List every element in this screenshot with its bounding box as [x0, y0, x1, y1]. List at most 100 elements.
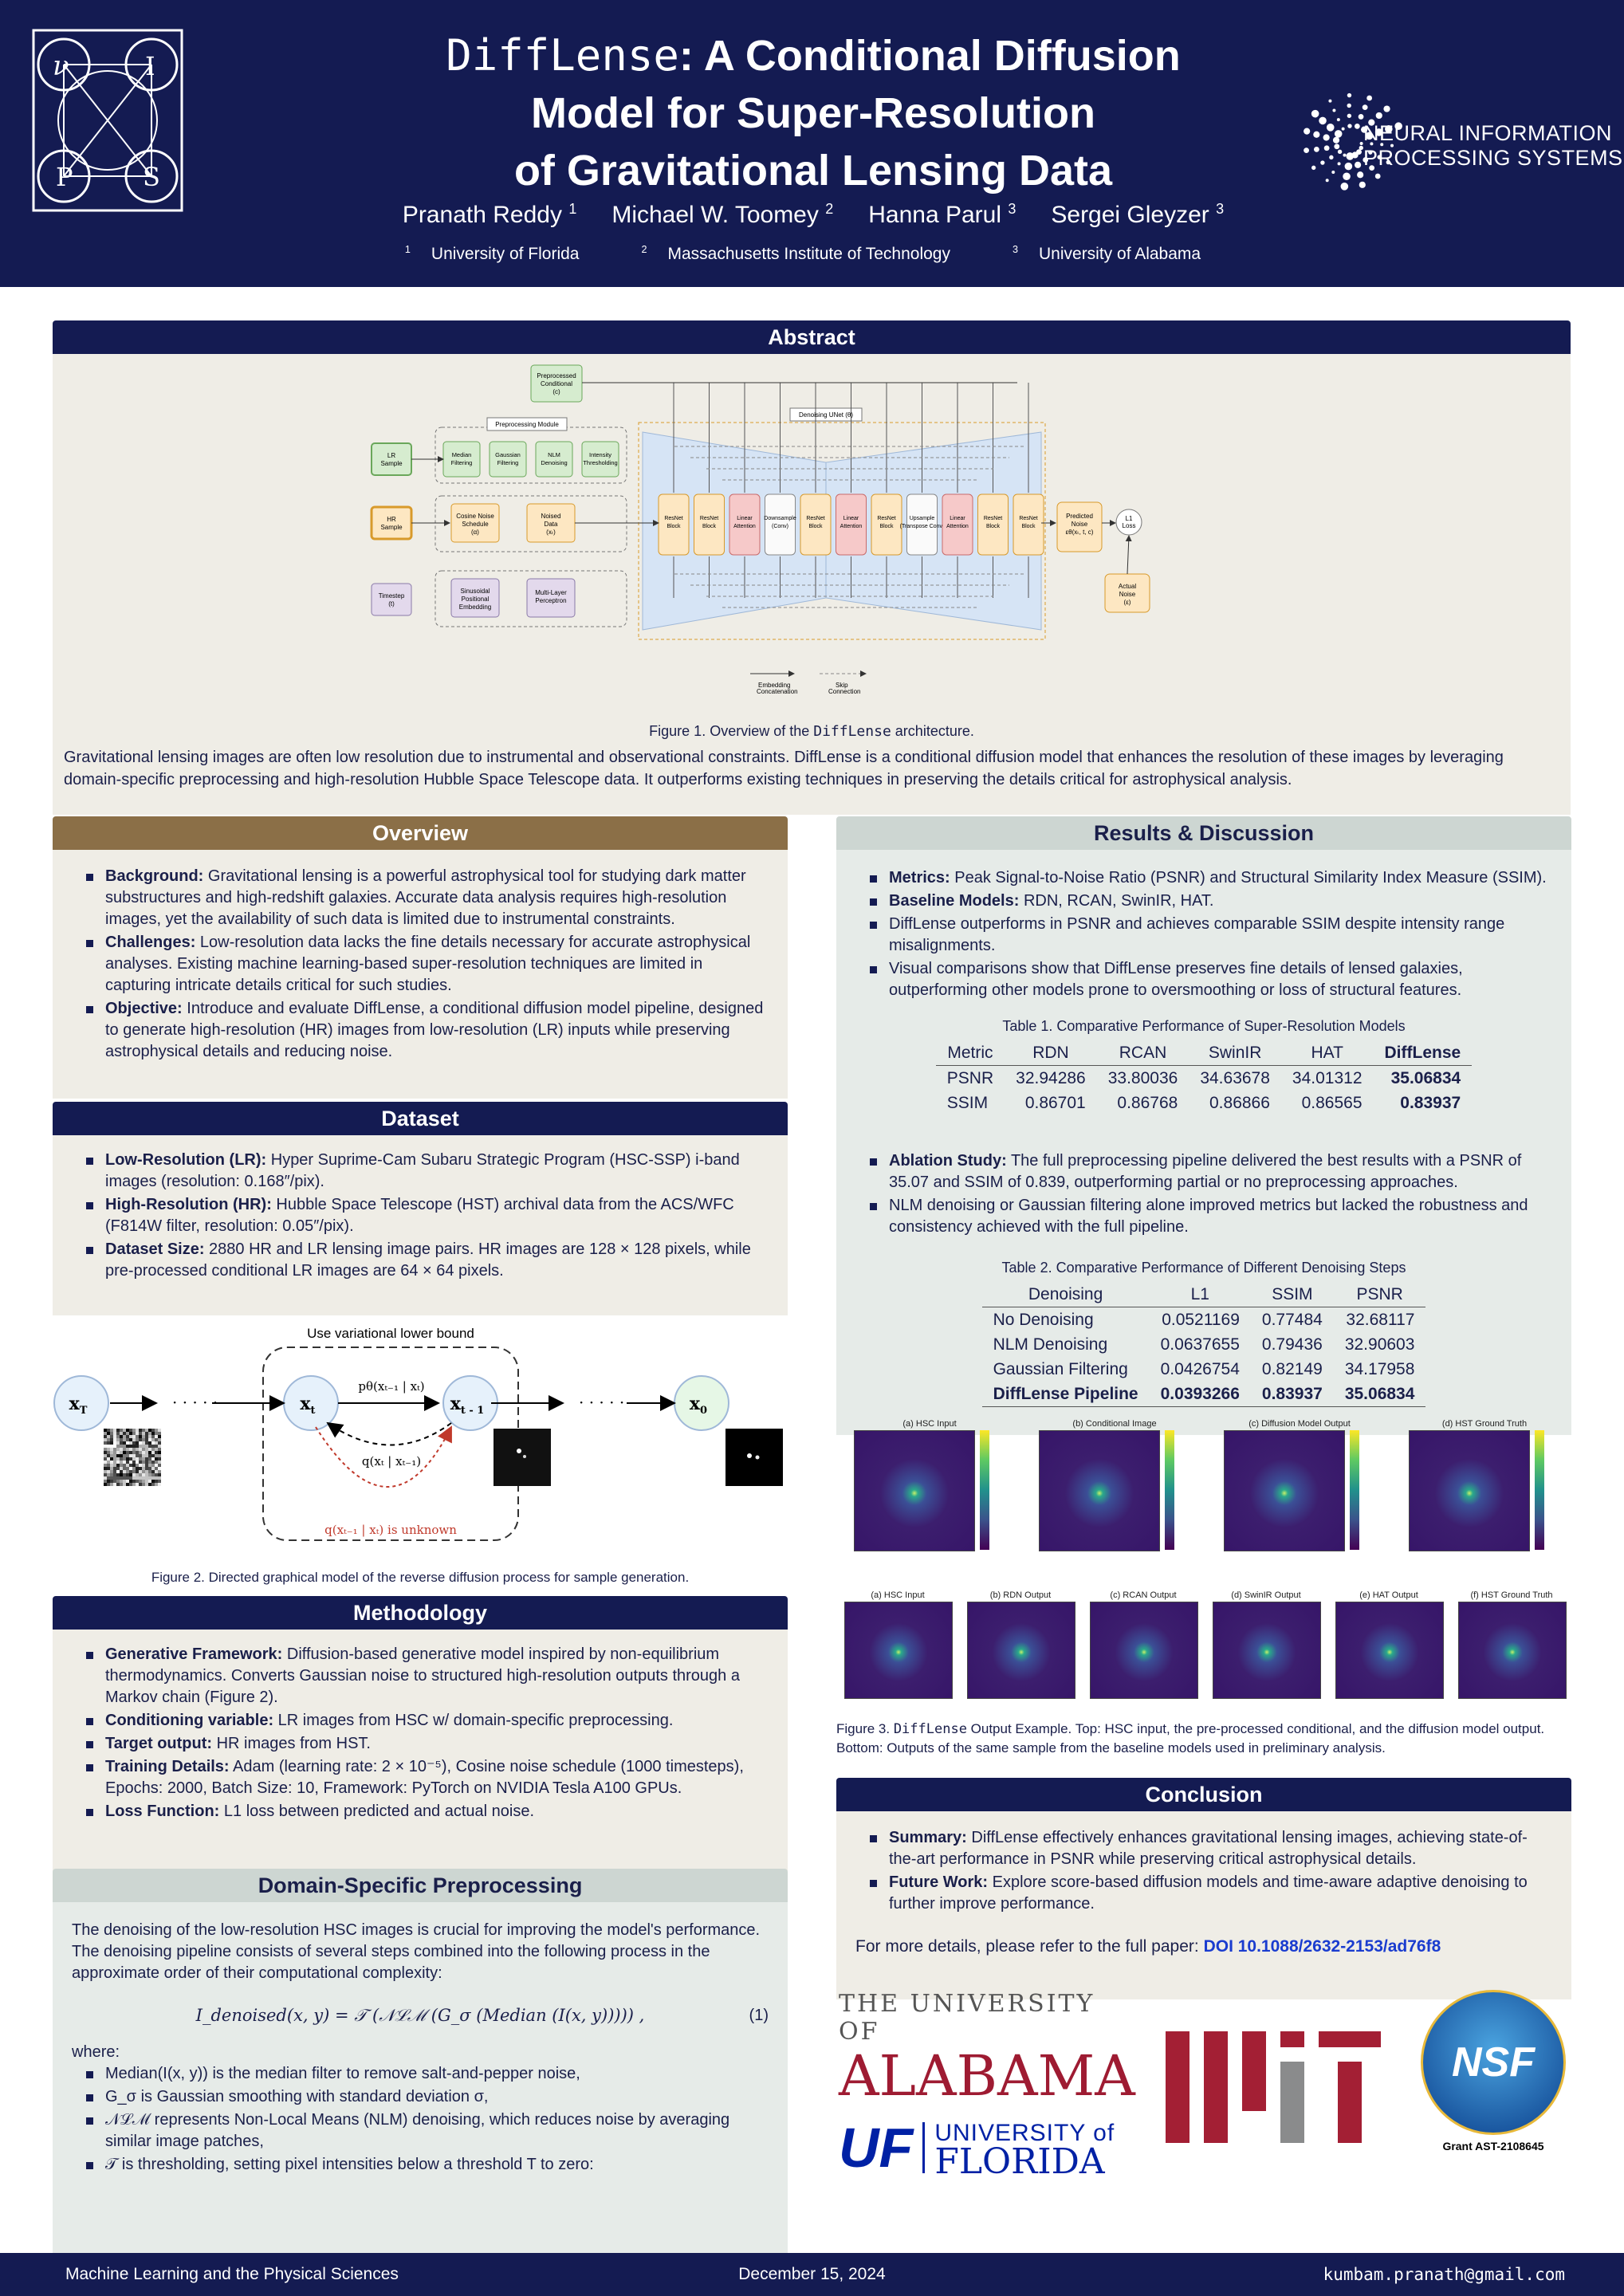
poster-title: DiffLense: A Conditional Diffusion Model… [287, 27, 1339, 199]
overview-list: Background: Gravitational lensing is a p… [72, 866, 769, 1063]
svg-text:(xₜ): (xₜ) [546, 529, 556, 536]
svg-text:Skip: Skip [836, 682, 848, 689]
results-list: Metrics: Peak Signal-to-Noise Ratio (PSN… [855, 867, 1552, 1001]
abstract-section: Abstract Preprocessed Conditional (c) Pr… [53, 320, 1571, 815]
author-0: Pranath Reddy 1 [402, 201, 577, 228]
output-panel: (d) SwinIR Output [1213, 1590, 1321, 1703]
results-body: Metrics: Peak Signal-to-Noise Ratio (PSN… [836, 850, 1571, 1435]
svg-text:Noise: Noise [1072, 521, 1088, 528]
lens-image [1224, 1430, 1345, 1551]
author-2: Hanna Parul 3 [868, 201, 1016, 228]
results-heading: Results & Discussion [836, 816, 1571, 850]
nsf-grant: Grant AST-2108645 [1442, 2140, 1544, 2152]
methodology-body: Generative Framework: Diffusion-based ge… [53, 1630, 788, 1877]
results-list2: Ablation Study: The full preprocessing p… [855, 1150, 1552, 1238]
figure3: (a) HSC Input(b) Conditional Image(c) Di… [836, 1419, 1571, 1762]
where-label: where: [72, 2043, 120, 2061]
lens-image [1458, 1602, 1567, 1699]
output-panel: (b) RDN Output [967, 1590, 1075, 1703]
svg-text:Schedule: Schedule [462, 521, 489, 528]
svg-text:Sample: Sample [380, 460, 403, 467]
methodology-list: Generative Framework: Diffusion-based ge… [72, 1644, 769, 1822]
list-item: DiffLense outperforms in PSNR and achiev… [855, 914, 1552, 957]
poster-footer: Machine Learning and the Physical Scienc… [0, 2253, 1624, 2296]
svg-text:Block: Block [879, 524, 894, 529]
dataset-list: Low-Resolution (LR): Hyper Suprime-Cam S… [72, 1150, 769, 1282]
unknown-label: q(xₜ₋₁ | xₜ) is unknown [324, 1523, 457, 1537]
author-1: Michael W. Toomey 2 [611, 201, 834, 228]
svg-text:Attention: Attention [946, 524, 969, 529]
svg-text:Positional: Positional [462, 596, 490, 603]
poster-header: ν I P S DiffLense: A Conditional Diffusi… [0, 0, 1624, 287]
list-item: G_σ is Gaussian smoothing with standard … [72, 2086, 769, 2108]
mit-logo-icon [1166, 2031, 1381, 2143]
architecture-diagram: Preprocessed Conditional (c) Preprocessi… [370, 364, 1150, 694]
svg-text:L1: L1 [1126, 515, 1133, 522]
footer-email[interactable]: kumbam.pranath@gmail.com [1323, 2265, 1565, 2284]
list-item: High-Resolution (HR): Hubble Space Teles… [72, 1194, 769, 1237]
list-item: NLM denoising or Gaussian filtering alon… [855, 1195, 1552, 1238]
conclusion-section: Conclusion Summary: DiffLense effectivel… [836, 1778, 1571, 1999]
preprocessing-intro: The denoising of the low-resolution HSC … [72, 1921, 761, 1982]
svg-text:Thresholding: Thresholding [583, 459, 617, 466]
nsf-seal-icon: NSF [1421, 1990, 1566, 2135]
svg-text:Cosine Noise: Cosine Noise [456, 513, 494, 520]
list-item: Dataset Size: 2880 HR and LR lensing ima… [72, 1239, 769, 1282]
table1-caption: Table 1. Comparative Performance of Supe… [1002, 1018, 1406, 1034]
svg-text:· · · · ·: · · · · · [579, 1393, 624, 1412]
svg-text:Linear: Linear [950, 516, 965, 521]
title-rest: : A Conditional Diffusion [678, 32, 1181, 80]
svg-text:S: S [143, 162, 160, 192]
output-panel: (a) HSC Input [844, 1590, 953, 1703]
svg-text:Linear: Linear [843, 516, 859, 521]
title-line3: of Gravitational Lensing Data [513, 147, 1113, 195]
svg-text:Filtering: Filtering [497, 459, 519, 466]
lens-image [1213, 1602, 1321, 1699]
list-item: Target output: HR images from HST. [72, 1733, 769, 1755]
svg-text:Block: Block [986, 524, 1001, 529]
svg-text:ResNet: ResNet [877, 516, 895, 521]
svg-text:(t): (t) [388, 600, 395, 607]
list-item: Visual comparisons show that DiffLense p… [855, 958, 1552, 1001]
output-panel: (c) RCAN Output [1090, 1590, 1198, 1703]
svg-text:Loss: Loss [1123, 522, 1136, 529]
svg-text:ResNet: ResNet [700, 516, 718, 521]
p-label: pθ(xₜ₋₁ | xₜ) [358, 1379, 424, 1394]
lens-image [1090, 1602, 1198, 1699]
doi-link[interactable]: DOI 10.1088/2632-2153/ad76f8 [1203, 1937, 1441, 1956]
lens-image [844, 1602, 953, 1699]
overview-heading: Overview [53, 816, 788, 850]
svg-text:Block: Block [1021, 524, 1036, 529]
lens-image [1335, 1602, 1444, 1699]
conclusion-list: Summary: DiffLense effectively enhances … [855, 1827, 1552, 1915]
svg-text:Block: Block [808, 524, 823, 529]
q-label: q(xₜ | xₜ₋₁) [362, 1454, 421, 1468]
svg-text:Upsample: Upsample [910, 516, 935, 521]
uf-logo: UF UNIVERSITY of FLORIDA [839, 2117, 1115, 2182]
svg-text:ν: ν [53, 50, 69, 82]
svg-text:Data: Data [545, 521, 558, 528]
footer-venue: Machine Learning and the Physical Scienc… [65, 2265, 399, 2283]
svg-text:Denoising: Denoising [541, 459, 567, 466]
output-panel: (e) HAT Output [1335, 1590, 1444, 1703]
title-mono: DiffLense [446, 30, 679, 81]
figure1-caption: Figure 1. Overview of the DiffLense arch… [649, 723, 974, 740]
svg-text:Median: Median [452, 451, 472, 458]
dataset-heading: Dataset [53, 1102, 788, 1135]
svg-text:Attention: Attention [840, 524, 863, 529]
list-item: 𝒩ℒℳ represents Non-Local Means (NLM) den… [72, 2109, 769, 2152]
svg-text:Perceptron: Perceptron [535, 597, 566, 604]
neurips-line1: NEURAL INFORMATION [1363, 121, 1613, 145]
svg-text:Block: Block [702, 524, 717, 529]
neurips-logo-icon [1304, 92, 1402, 191]
dataset-body: Low-Resolution (LR): Hyper Suprime-Cam S… [53, 1135, 788, 1315]
dg-preproc-cond: Preprocessed [537, 372, 576, 379]
svg-text:Block: Block [667, 524, 681, 529]
